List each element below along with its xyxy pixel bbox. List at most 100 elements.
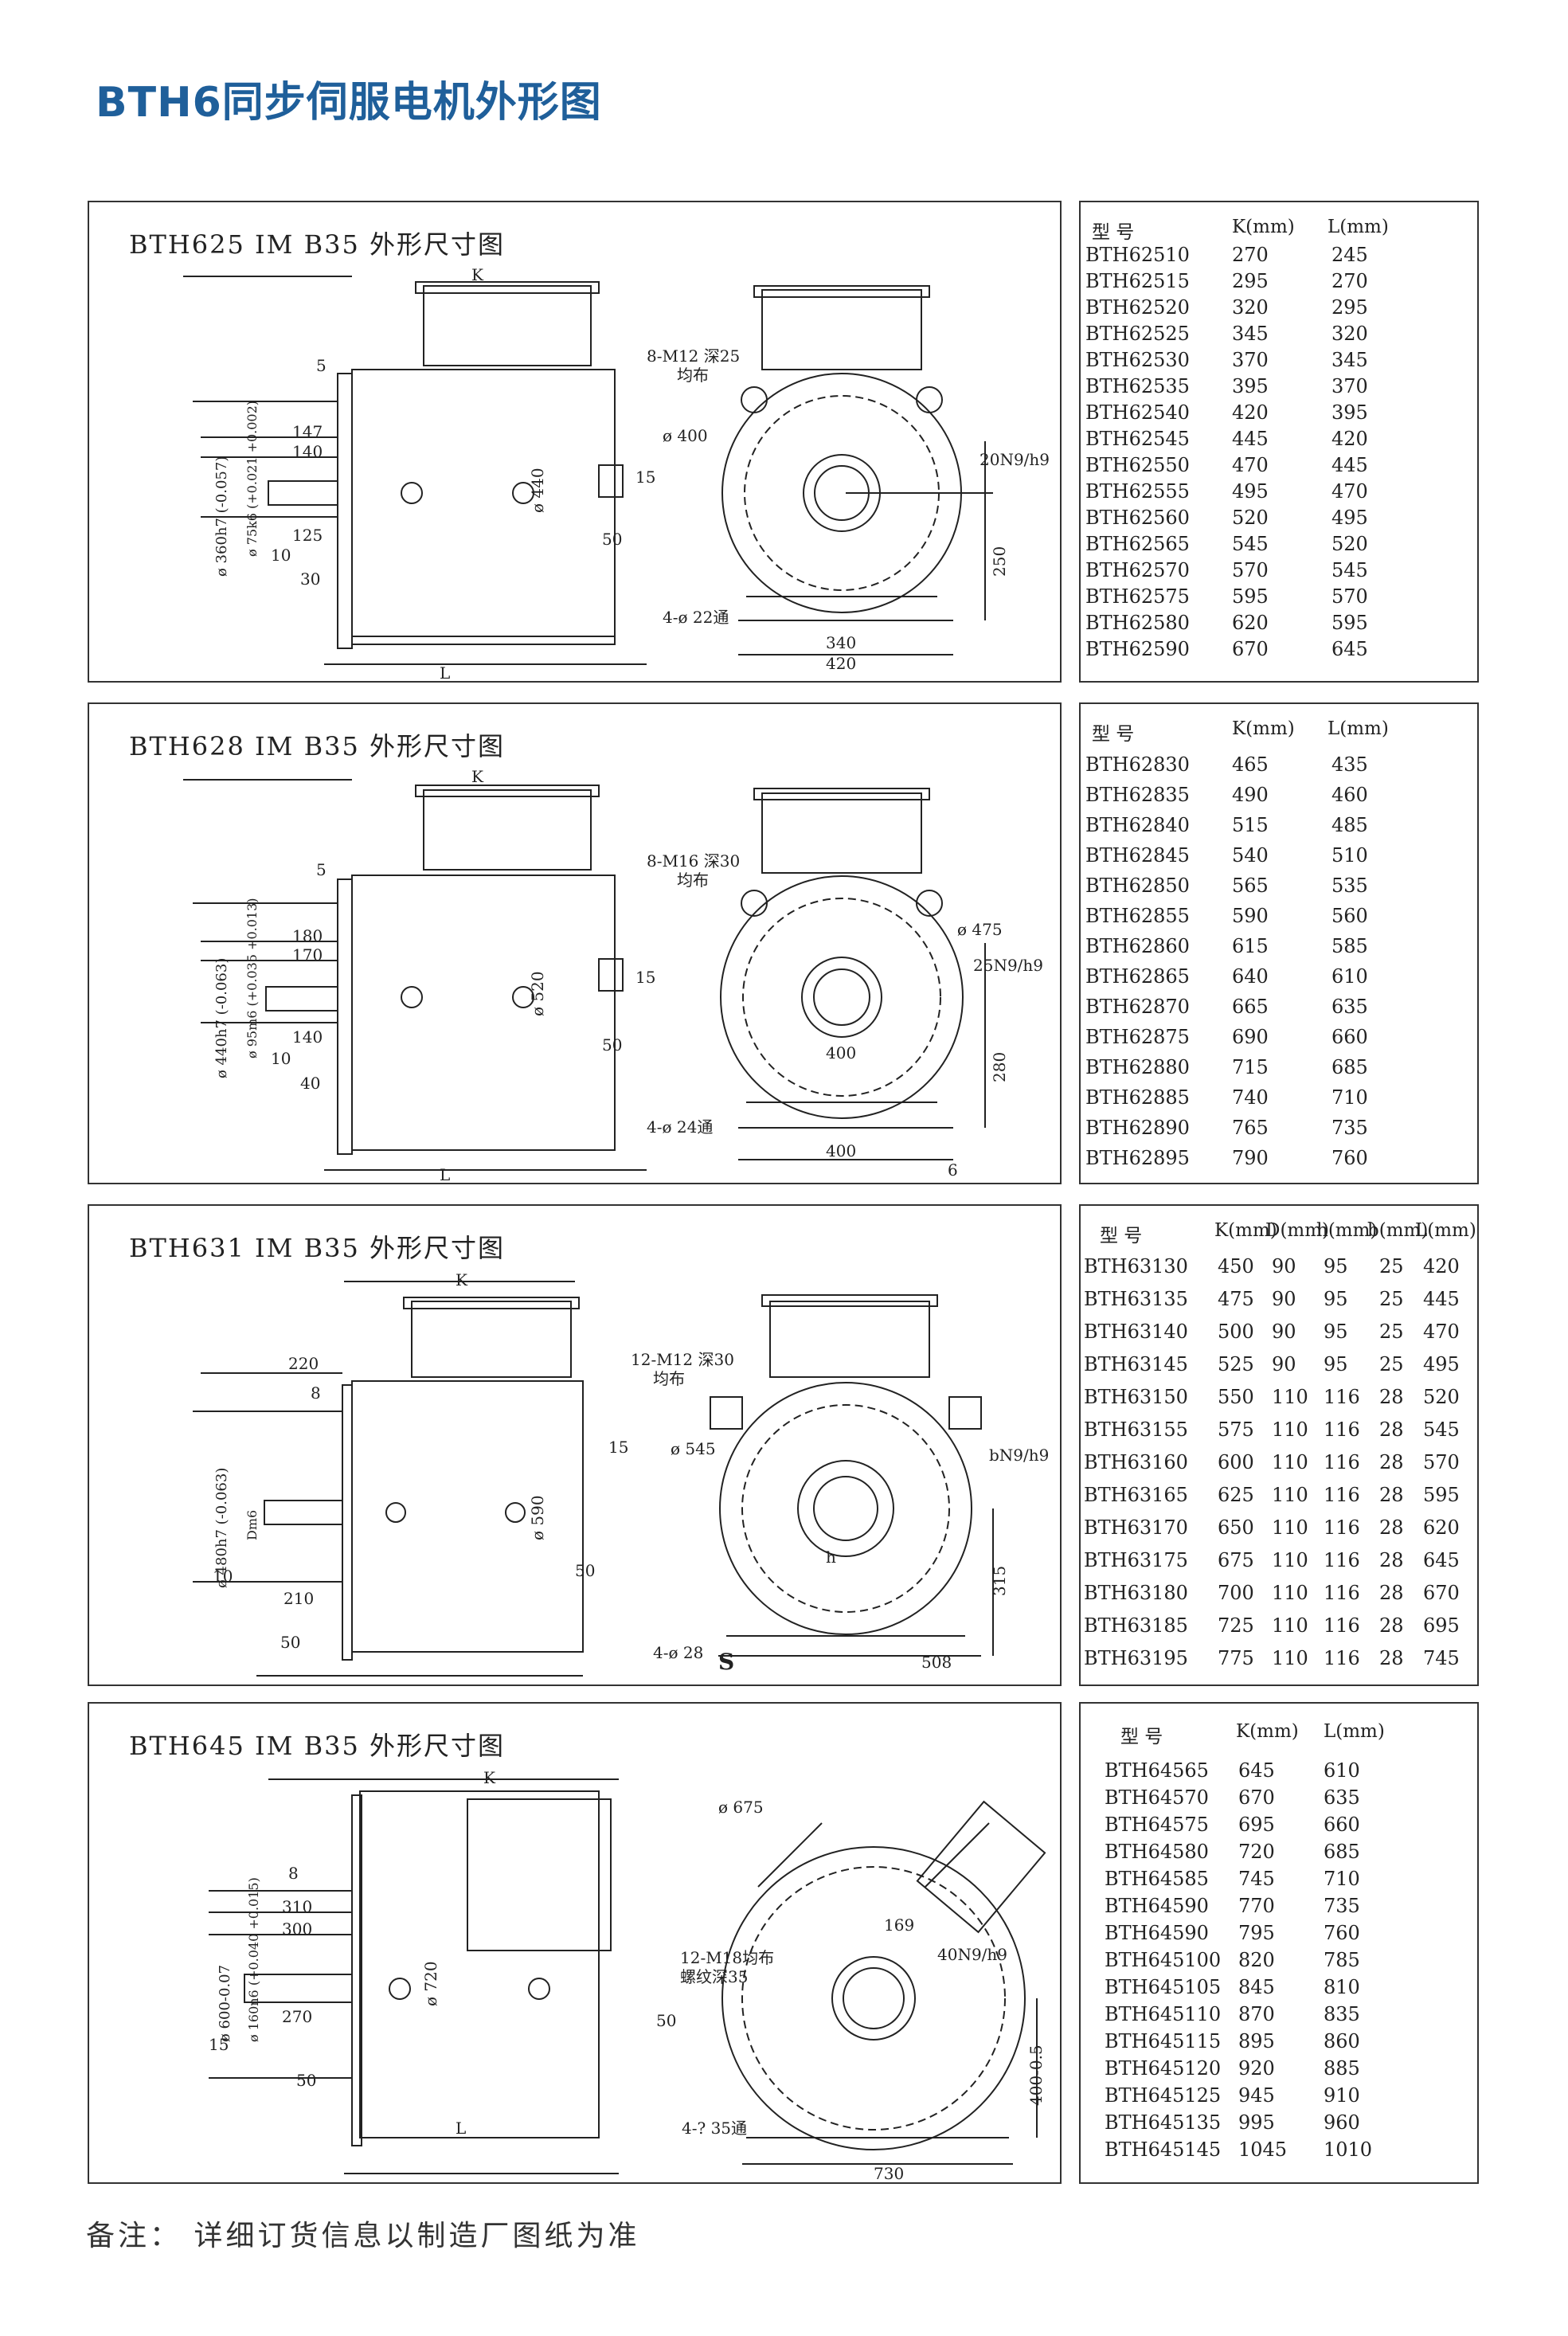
svg-text:ø 590: ø 590	[528, 1495, 547, 1540]
svg-text:508: 508	[921, 1653, 952, 1672]
svg-text:均布: 均布	[653, 1369, 685, 1388]
drawing-panel-bth625: BTH625 IM B35 外形尺寸图 K 5 147 140 125 10 3…	[88, 201, 1062, 683]
svg-text:220: 220	[288, 1354, 319, 1373]
svg-text:K: K	[483, 1768, 496, 1787]
svg-text:8-M16 深30: 8-M16 深30	[647, 851, 740, 871]
svg-text:140: 140	[292, 442, 323, 461]
svg-text:15: 15	[209, 2035, 229, 2054]
svg-text:8: 8	[288, 1864, 299, 1883]
bolt-hole	[401, 482, 423, 504]
svg-text:250: 250	[990, 546, 1009, 577]
svg-text:10: 10	[271, 1049, 291, 1068]
svg-text:均布: 均布	[677, 366, 709, 385]
drawing-bth628: K 5 180 170 140 10 40 L ø 520 ø 440h7 (-…	[183, 767, 1043, 1183]
svg-text:ø 475: ø 475	[957, 920, 1003, 939]
terminal-box	[423, 285, 592, 366]
terminal-box	[423, 789, 592, 871]
svg-text:50: 50	[296, 2071, 316, 2090]
svg-text:8-M12 深25: 8-M12 深25	[647, 346, 740, 366]
svg-text:4-? 35通: 4-? 35通	[682, 2119, 747, 2138]
svg-text:30: 30	[300, 569, 320, 589]
svg-text:ø 75k6 (+0.021 +0.002): ø 75k6 (+0.021 +0.002)	[244, 401, 260, 557]
svg-text:315: 315	[990, 1566, 1009, 1596]
svg-text:ø 95m6 (+0.035 +0.013): ø 95m6 (+0.035 +0.013)	[244, 898, 260, 1058]
drawing-bth645: K 8 310 300 270 15 50 L ø 720 ø 600-0.07…	[209, 1768, 1046, 2182]
svg-text:310: 310	[282, 1897, 312, 1916]
drawing-bth631: K 220 8 210 10 50 ø 590 ø 480h7 (-0.063)…	[193, 1270, 1049, 1677]
shaft	[265, 986, 338, 1011]
label-k: K	[471, 265, 484, 284]
svg-text:12-M18均布: 12-M18均布	[680, 1948, 774, 1967]
motor-body	[351, 369, 616, 645]
section-title: BTH625 IM B35 外形尺寸图	[129, 229, 506, 260]
svg-text:300: 300	[282, 1919, 312, 1939]
svg-text:50: 50	[602, 530, 622, 549]
section-title: BTH631 IM B35 外形尺寸图	[129, 1233, 506, 1263]
svg-text:ø 675: ø 675	[718, 1798, 764, 1817]
svg-text:280: 280	[990, 1052, 1009, 1082]
footnote: 备注： 详细订货信息以制造厂图纸为准	[86, 2220, 640, 2252]
spec-table-bth631: 型 号 K(mm) D(mm) h(mm) b(mm) L(mm) BTH631…	[1079, 1204, 1479, 1686]
bolt-hole	[512, 482, 534, 504]
svg-text:5: 5	[316, 356, 327, 375]
terminal-box	[916, 1800, 1046, 1934]
svg-text:5: 5	[316, 860, 327, 879]
svg-text:400: 400	[826, 1043, 856, 1062]
svg-text:125: 125	[292, 526, 323, 545]
motor-body	[351, 875, 616, 1151]
svg-text:ø 720: ø 720	[421, 1961, 440, 2006]
table-header: 型 号 K(mm) D(mm) h(mm) b(mm) L(mm)	[1100, 1220, 1476, 1246]
svg-text:4-ø 24通: 4-ø 24通	[647, 1117, 713, 1137]
flange	[337, 878, 353, 1155]
motor-body	[359, 1790, 600, 2138]
drawing-panel-bth631: BTH631 IM B35 外形尺寸图 K 220 8 210 10 50 ø …	[88, 1204, 1062, 1686]
svg-text:L: L	[440, 663, 450, 681]
svg-text:ø 440h7 (-0.063): ø 440h7 (-0.063)	[213, 958, 230, 1078]
drawing-bth625: K 5 147 140 125 10 30 L ø 440 ø 360h7 (-…	[183, 265, 1050, 681]
terminal-box	[761, 289, 922, 370]
table-header: 型 号 K(mm) L(mm)	[1092, 718, 1389, 745]
terminal-box	[467, 1798, 612, 1951]
svg-text:L: L	[440, 1165, 450, 1183]
svg-text:K: K	[456, 1270, 468, 1289]
svg-text:K: K	[471, 767, 484, 786]
